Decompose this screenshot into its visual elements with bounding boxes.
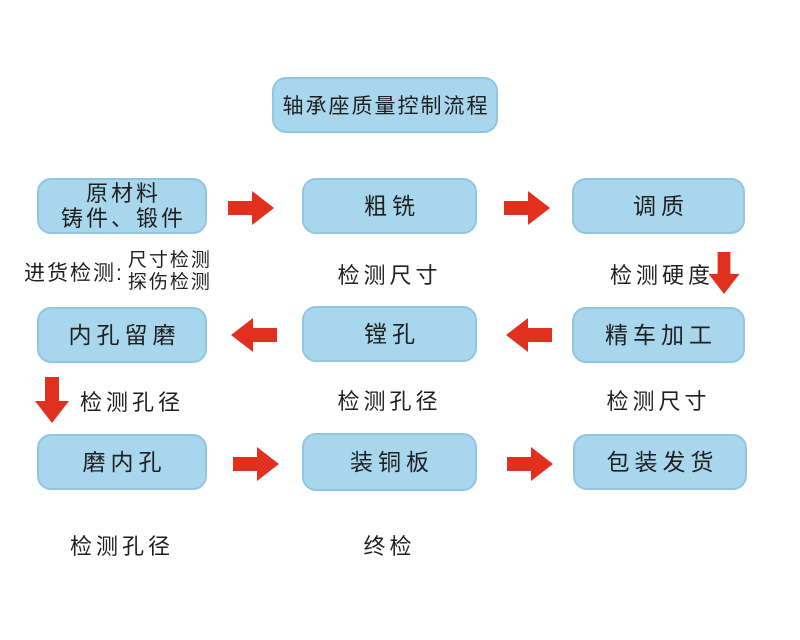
process-box-copper-plate: 装铜板: [302, 433, 477, 491]
bore-allowance-label: 内孔留磨: [68, 321, 181, 348]
process-box-raw-material: 原材料 铸件、锻件: [37, 178, 207, 234]
arrow-right-icon: [507, 445, 553, 483]
diagram-title-text: 轴承座质量控制流程: [282, 95, 490, 118]
process-box-bore-allowance: 内孔留磨: [37, 307, 207, 363]
arrow-right-icon: [504, 189, 550, 227]
incoming-inspection-label: 进货检测: 尺寸检测 探伤检测: [24, 250, 212, 294]
fine-turning-label: 精车加工: [605, 321, 717, 348]
arrow-left-icon: [506, 316, 552, 354]
inspection-label-after-fine-turning: 检测尺寸: [606, 389, 711, 414]
inspection-label-after-boring: 检测孔径: [337, 389, 442, 414]
incoming-inspection-item1: 尺寸检测: [127, 250, 212, 271]
process-box-temper: 调质: [572, 178, 745, 234]
incoming-inspection-item2: 探伤检测: [127, 272, 212, 293]
diagram-title: 轴承座质量控制流程: [272, 77, 498, 133]
arrow-right-icon: [228, 189, 274, 227]
incoming-inspection-prefix: 进货检测:: [24, 262, 124, 285]
raw-material-line1: 原材料: [85, 180, 161, 206]
boring-label: 镗孔: [364, 320, 420, 347]
incoming-inspection-items: 尺寸检测 探伤检测: [128, 250, 212, 294]
inspection-label-after-temper: 检测硬度: [610, 263, 715, 288]
grind-bore-label: 磨内孔: [82, 448, 167, 475]
process-box-grind-bore: 磨内孔: [37, 434, 207, 490]
raw-material-line2: 铸件、锻件: [60, 206, 186, 231]
temper-label: 调质: [633, 192, 689, 219]
process-box-fine-turning: 精车加工: [572, 307, 745, 363]
inspection-label-final-check: 终检: [363, 534, 416, 559]
inspection-label-after-bore-allowance: 检测孔径: [80, 390, 185, 415]
arrow-left-icon: [231, 316, 277, 354]
pack-ship-label: 包装发货: [606, 448, 719, 475]
arrow-down-icon: [35, 377, 69, 423]
arrow-down-icon: [708, 252, 740, 294]
copper-plate-label: 装铜板: [350, 448, 434, 475]
rough-mill-label: 粗铣: [364, 192, 420, 219]
arrow-right-icon: [233, 445, 279, 483]
process-box-rough-mill: 粗铣: [302, 178, 477, 234]
inspection-label-after-rough-mill: 检测尺寸: [337, 263, 442, 288]
process-box-boring: 镗孔: [302, 306, 477, 362]
inspection-label-after-grind-bore: 检测孔径: [69, 534, 174, 559]
process-box-pack-ship: 包装发货: [573, 434, 747, 490]
